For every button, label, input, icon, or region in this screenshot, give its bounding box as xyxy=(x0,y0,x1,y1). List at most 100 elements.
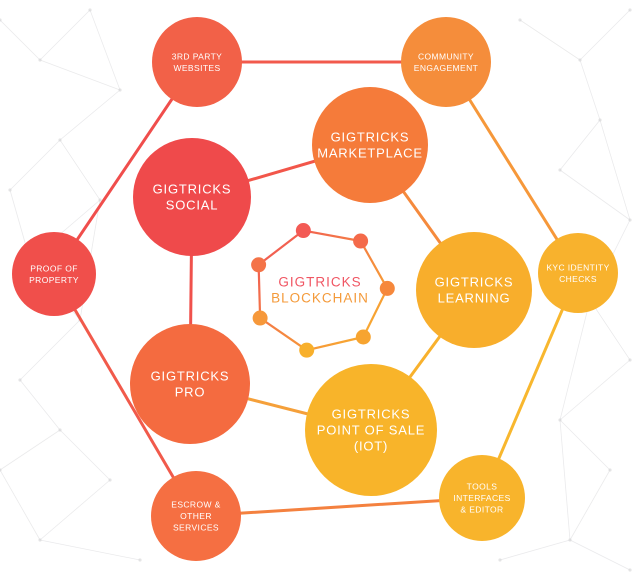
node-label: ESCROW & xyxy=(171,500,220,510)
node-label: TOOLS xyxy=(467,482,498,492)
node-label: OTHER xyxy=(180,511,212,521)
mesh-line xyxy=(579,9,631,61)
mesh-dot xyxy=(38,58,42,62)
mesh-line xyxy=(39,59,121,91)
mesh-line xyxy=(559,359,631,421)
mesh-dot xyxy=(88,8,92,12)
mesh-line xyxy=(59,429,111,481)
mesh-line xyxy=(559,119,601,171)
mesh-dot xyxy=(608,468,612,472)
hub-dot xyxy=(251,257,267,273)
mesh-dot xyxy=(108,478,112,482)
node-label: GIGTRICKS xyxy=(153,182,232,197)
mesh-dot xyxy=(628,8,632,12)
node-label: GIGTRICKS xyxy=(435,275,514,290)
node-label: KYC IDENTITY xyxy=(546,262,609,272)
mesh-line xyxy=(559,419,571,541)
node-label: & EDITOR xyxy=(460,505,503,515)
mesh-dot xyxy=(98,198,102,202)
node-label: PROOF OF xyxy=(30,263,78,273)
hub-dot xyxy=(299,342,315,358)
node-label: WEBSITES xyxy=(173,63,220,73)
mesh-dot xyxy=(628,358,632,362)
center-title-line2: BLOCKCHAIN xyxy=(271,291,369,306)
center-title-line1: GIGTRICKS xyxy=(278,275,361,290)
node-label: SERVICES xyxy=(173,523,219,533)
mesh-dot xyxy=(598,118,602,122)
mesh-dot xyxy=(18,378,22,382)
mesh-dot xyxy=(628,218,632,222)
hub-dot xyxy=(355,329,371,345)
hub-dot xyxy=(295,223,311,239)
outer-hex-edge xyxy=(52,272,198,518)
mesh-line xyxy=(589,299,631,361)
mesh-line xyxy=(499,539,571,561)
mesh-dot xyxy=(578,58,582,62)
node-label: CHECKS xyxy=(559,274,597,284)
node-circle xyxy=(152,17,242,107)
node-label: PRO xyxy=(175,385,206,400)
node-escrow[interactable]: ESCROW &OTHER SERVICES xyxy=(151,471,241,561)
node-circle xyxy=(401,17,491,107)
node-label: MARKETPLACE xyxy=(317,146,423,161)
node-label: GIGTRICKS xyxy=(151,369,230,384)
mesh-line xyxy=(0,469,41,541)
mesh-line xyxy=(0,19,41,61)
mesh-line xyxy=(579,59,601,121)
node-label: GIGTRICKS xyxy=(332,407,411,422)
node-third-party[interactable]: 3RD PARTY WEBSITES xyxy=(152,17,242,107)
node-circle xyxy=(305,364,437,496)
mesh-line xyxy=(89,9,121,91)
mesh-line xyxy=(559,299,591,421)
mesh-dot xyxy=(558,168,562,172)
mesh-dot xyxy=(8,188,12,192)
outer-hex-edge xyxy=(194,496,484,518)
node-label: LEARNING xyxy=(438,291,511,306)
node-label: INTERFACES xyxy=(453,493,510,503)
mesh-dot xyxy=(58,138,62,142)
hub-dot xyxy=(252,310,268,326)
node-kyc[interactable]: KYC IDENTITY CHECKS xyxy=(538,233,618,313)
mesh-line xyxy=(9,139,61,191)
mesh-dot xyxy=(558,418,562,422)
node-circle xyxy=(130,324,250,444)
node-circle xyxy=(439,455,525,541)
mesh-line xyxy=(559,419,611,471)
mesh-line xyxy=(39,9,91,61)
mesh-line xyxy=(39,479,111,541)
mesh-dot xyxy=(38,538,42,542)
mesh-line xyxy=(519,19,581,61)
node-circle xyxy=(416,232,532,348)
node-circle xyxy=(12,232,96,316)
node-label: SOCIAL xyxy=(166,198,218,213)
mesh-dot xyxy=(518,18,522,22)
mesh-line xyxy=(59,139,101,201)
node-label: ENGAGEMENT xyxy=(414,63,478,73)
node-circle xyxy=(312,87,428,203)
mesh-dot xyxy=(0,18,2,22)
mesh-dot xyxy=(498,558,502,562)
node-label: 3RD PARTY xyxy=(172,51,223,61)
mesh-dot xyxy=(0,468,2,472)
hub-ring xyxy=(257,229,389,352)
mesh-line xyxy=(39,539,141,561)
mesh-line xyxy=(569,469,611,541)
hub-dot xyxy=(379,280,395,296)
mesh-line xyxy=(59,89,121,141)
mesh-dot xyxy=(58,428,62,432)
mesh-line xyxy=(19,379,61,431)
node-circle xyxy=(151,471,241,561)
hub-dot xyxy=(353,233,369,249)
mesh-line xyxy=(0,429,61,471)
